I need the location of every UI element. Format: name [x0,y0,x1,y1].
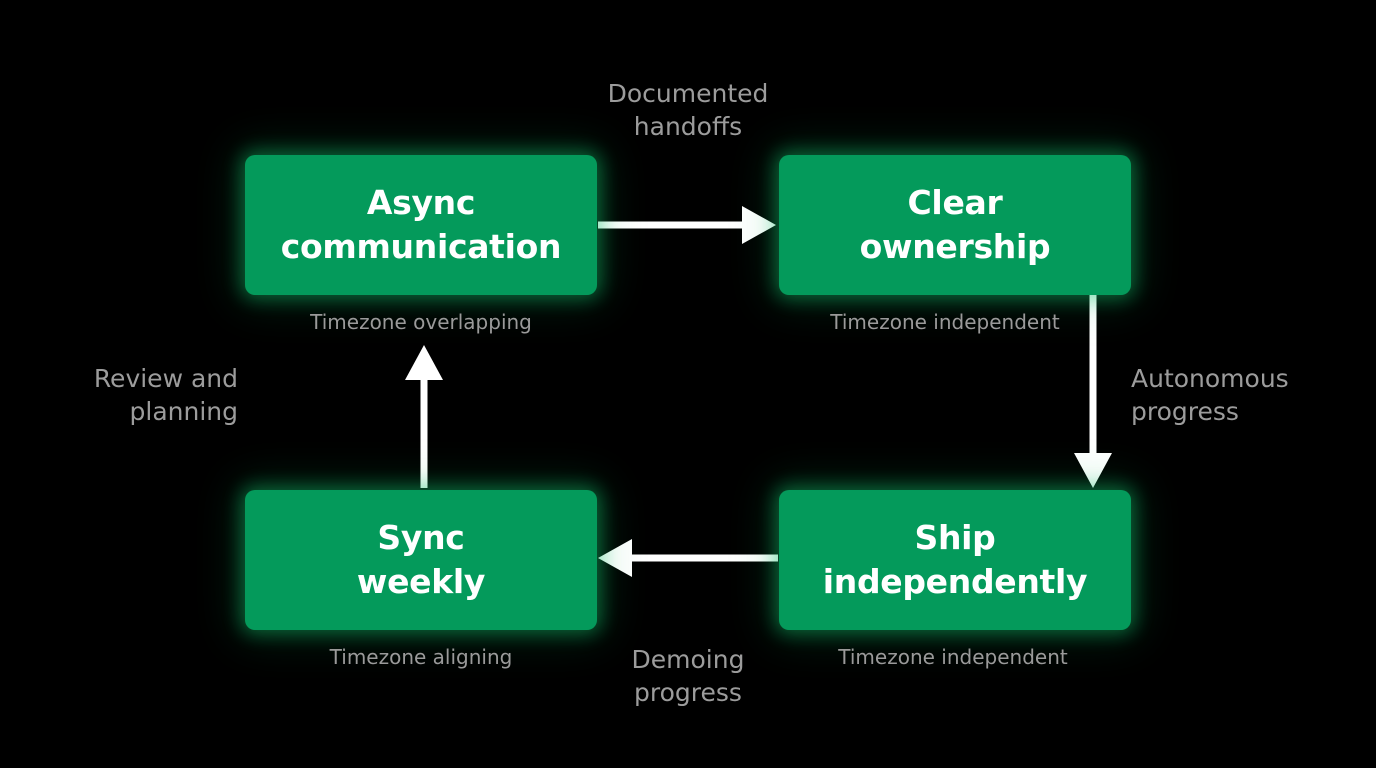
edge-label-review-and-planning: Review and planning [93,364,238,426]
node-sync-weekly: Sync weekly [245,490,597,630]
node-clear-ownership-title: Clear ownership [859,183,1051,266]
edge-label-autonomous-progress: Autonomous progress [1131,364,1289,426]
edge-label-demoing-progress: Demoing progress [631,645,745,707]
caption-async-communication: Timezone overlapping [310,310,532,334]
arrow-clear-to-ship [1074,295,1112,488]
caption-sync-weekly: Timezone aligning [329,645,513,669]
node-async-communication-title: Async communication [280,183,562,266]
arrow-ship-to-sync [598,539,778,577]
node-ship-independently: Ship independently [779,490,1131,630]
node-clear-ownership: Clear ownership [779,155,1131,295]
caption-ship-independently: Timezone independent [838,645,1068,669]
edge-label-documented-handoffs: Documented handoffs [607,79,769,141]
node-sync-weekly-title: Sync weekly [356,518,486,601]
arrow-async-to-clear [598,206,776,244]
node-async-communication: Async communication [245,155,597,295]
caption-clear-ownership: Timezone independent [830,310,1060,334]
node-ship-independently-title: Ship independently [822,518,1088,601]
arrow-sync-to-async [405,345,443,488]
